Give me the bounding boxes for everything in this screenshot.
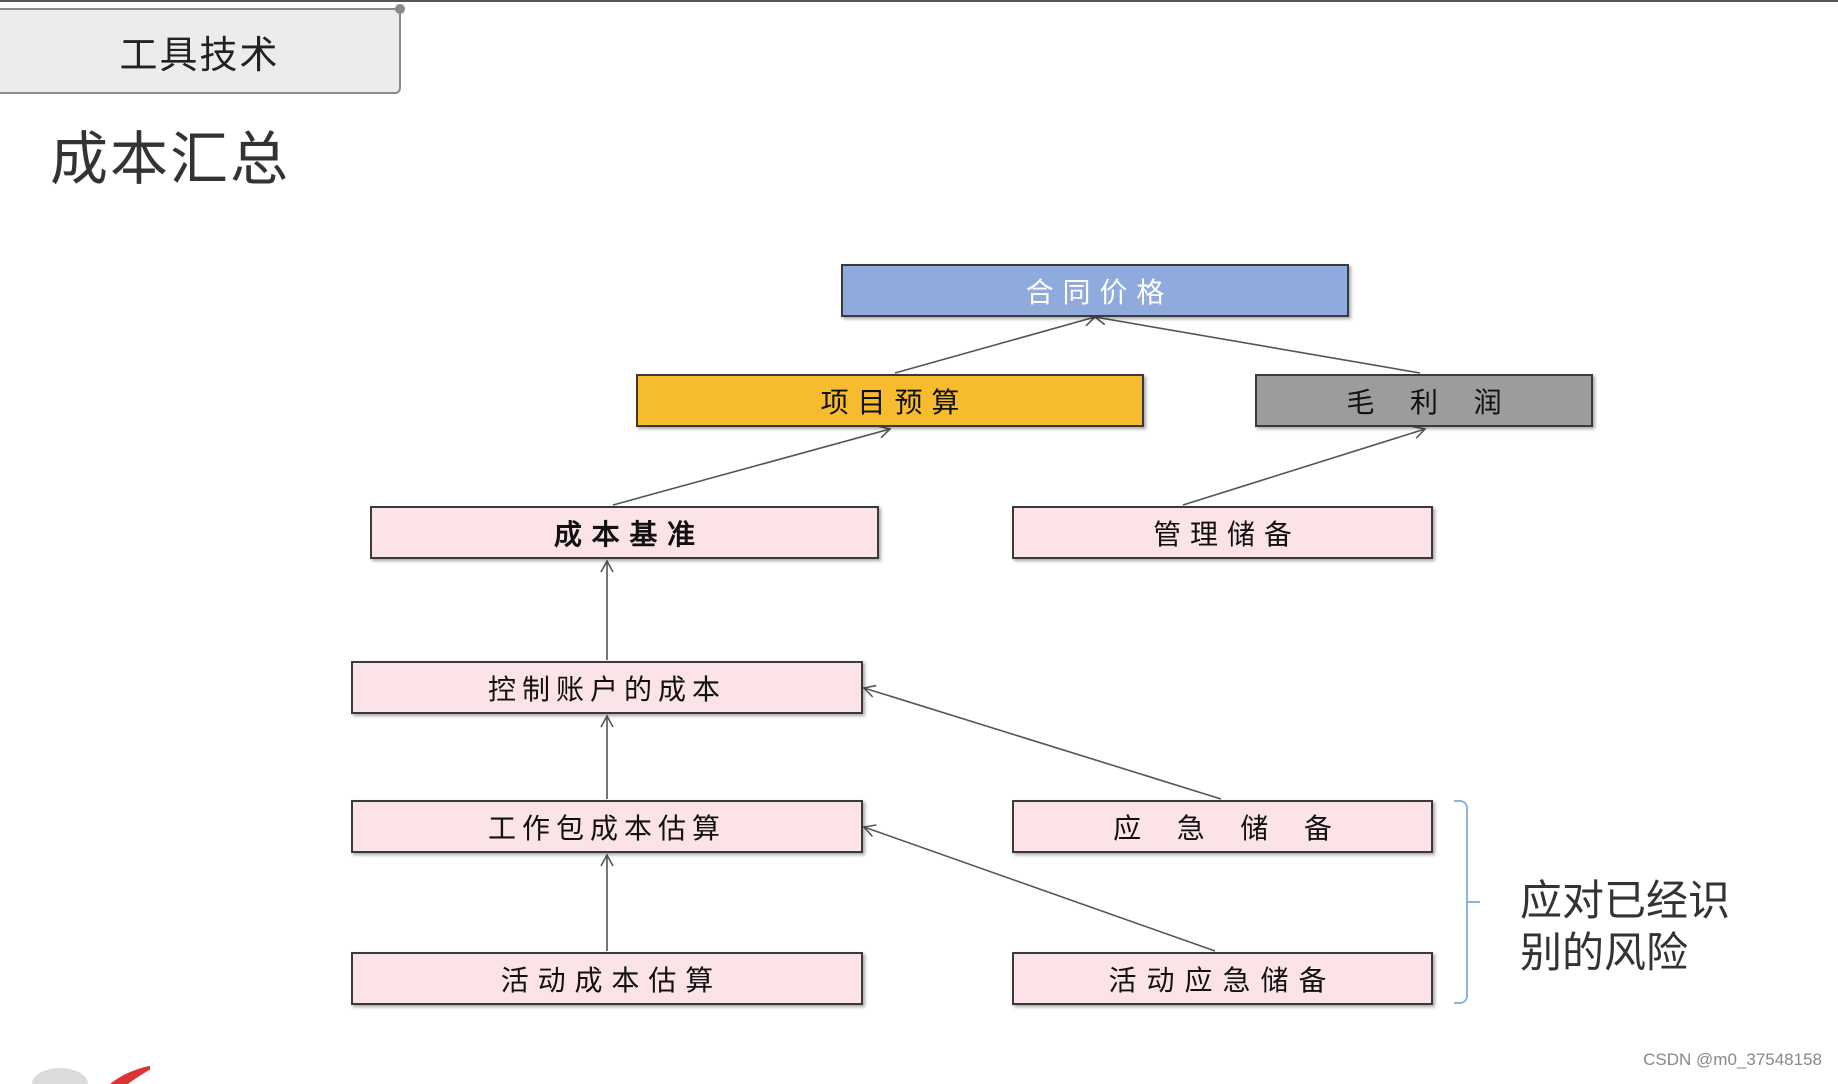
node-control-account-cost-label: 控制账户的成本 [487,672,726,706]
node-work-package-estimate: 工作包成本估算 [351,800,863,853]
tab-corner-dot [395,4,405,14]
risk-note: 应对已经识别的风险 [1520,876,1731,977]
node-project-budget: 项 目 预 算 [636,374,1144,427]
node-contract-price-label: 合 同 价 格 [1025,275,1165,309]
node-cost-baseline: 成 本 基 准 [370,506,879,559]
node-work-package-estimate-label: 工作包成本估算 [487,811,726,845]
edge-profit-to-contract [1093,312,1421,374]
edge-baseline-to-budget [612,425,892,506]
node-activity-contingency-reserve: 活动应急储备 [1012,952,1433,1005]
node-management-reserve: 管 理 储 备 [1012,506,1433,559]
node-contract-price: 合 同 价 格 [841,264,1349,317]
edge-reserve-to-profit [1182,425,1427,506]
node-activity-contingency-reserve-label: 活动应急储备 [1108,963,1337,997]
page-title: 成本汇总 [50,125,291,193]
edge-budget-to-contract [894,313,1097,374]
node-management-reserve-label: 管 理 储 备 [1153,517,1292,551]
node-gross-profit: 毛 利 润 [1255,374,1593,427]
risk-brace-tick [1468,901,1480,903]
edge-contingency-to-control [862,684,1222,800]
watermark: CSDN @m0_37548158 [1643,1050,1822,1069]
node-contingency-reserve: 应 急 储 备 [1012,800,1433,853]
node-project-budget-label: 项 目 预 算 [820,385,960,419]
risk-brace [1454,800,1468,1004]
section-tab-label: 工具技术 [119,32,280,77]
node-control-account-cost: 控制账户的成本 [351,661,863,714]
node-cost-baseline-label: 成 本 基 准 [553,517,696,551]
logo-icon [32,1065,150,1084]
node-contingency-reserve-label: 应 急 储 备 [1113,811,1332,845]
top-border-line [0,0,1838,2]
node-activity-cost-estimate: 活 动 成 本 估 算 [351,952,863,1005]
edge-activity-contingency-to-workpackage [862,824,1216,952]
node-gross-profit-label: 毛 利 润 [1346,385,1502,419]
node-activity-cost-estimate-label: 活 动 成 本 估 算 [500,963,714,997]
section-tab[interactable]: 工具技术 [0,4,405,94]
